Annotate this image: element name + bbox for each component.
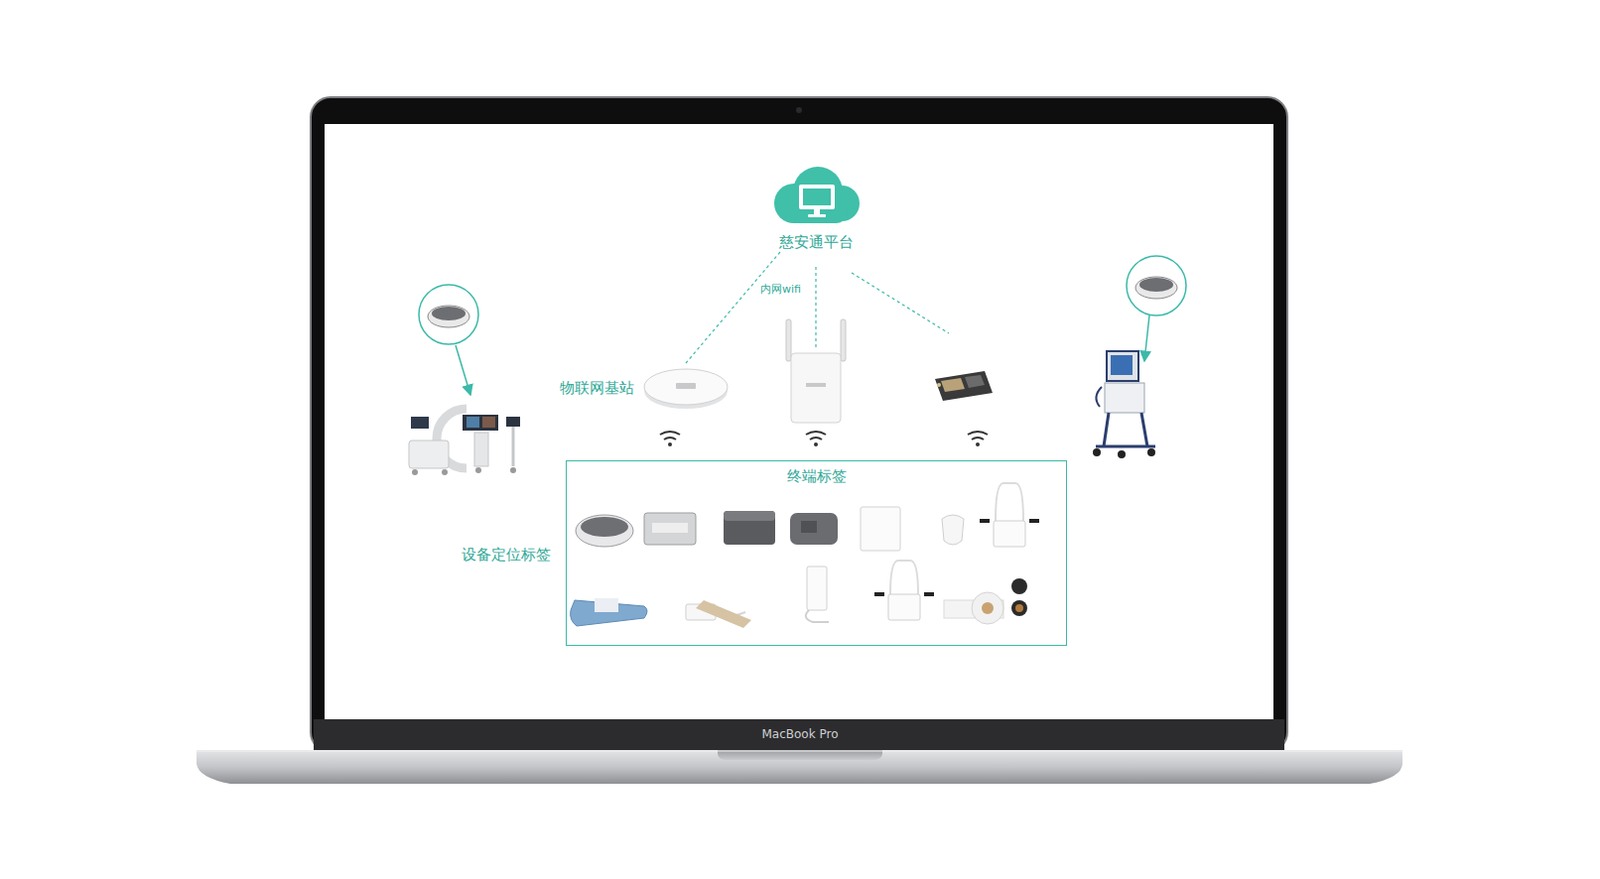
c-arm-equipment	[408, 284, 521, 476]
module-board	[934, 371, 993, 401]
cloud-platform: 慈安通平台	[766, 163, 866, 253]
wifi-line	[814, 266, 816, 350]
laptop-screen	[324, 124, 1274, 720]
cloud-icon	[766, 163, 866, 230]
wifi-symbol	[660, 431, 988, 447]
wifi-link	[685, 252, 781, 364]
ventilator-equipment	[1092, 256, 1187, 459]
base-station-device	[642, 363, 730, 413]
platform-name: 慈安通平台	[766, 233, 866, 253]
tag-group-box: 终端标签	[565, 460, 1067, 647]
group-heading: 终端标签	[566, 461, 1067, 487]
group-label: 设备定位标签	[461, 545, 551, 565]
tag-products	[566, 461, 1068, 648]
station-label: 物联网基站	[559, 379, 635, 399]
wifi-line	[851, 272, 949, 334]
laptop-bezel	[310, 97, 1288, 753]
base-station: 物联网基站	[559, 363, 730, 413]
network-label: 内网wifi	[760, 281, 801, 297]
brand-label: MacBook Pro	[761, 727, 838, 742]
router-device	[786, 319, 846, 423]
laptop-base	[196, 750, 1403, 785]
